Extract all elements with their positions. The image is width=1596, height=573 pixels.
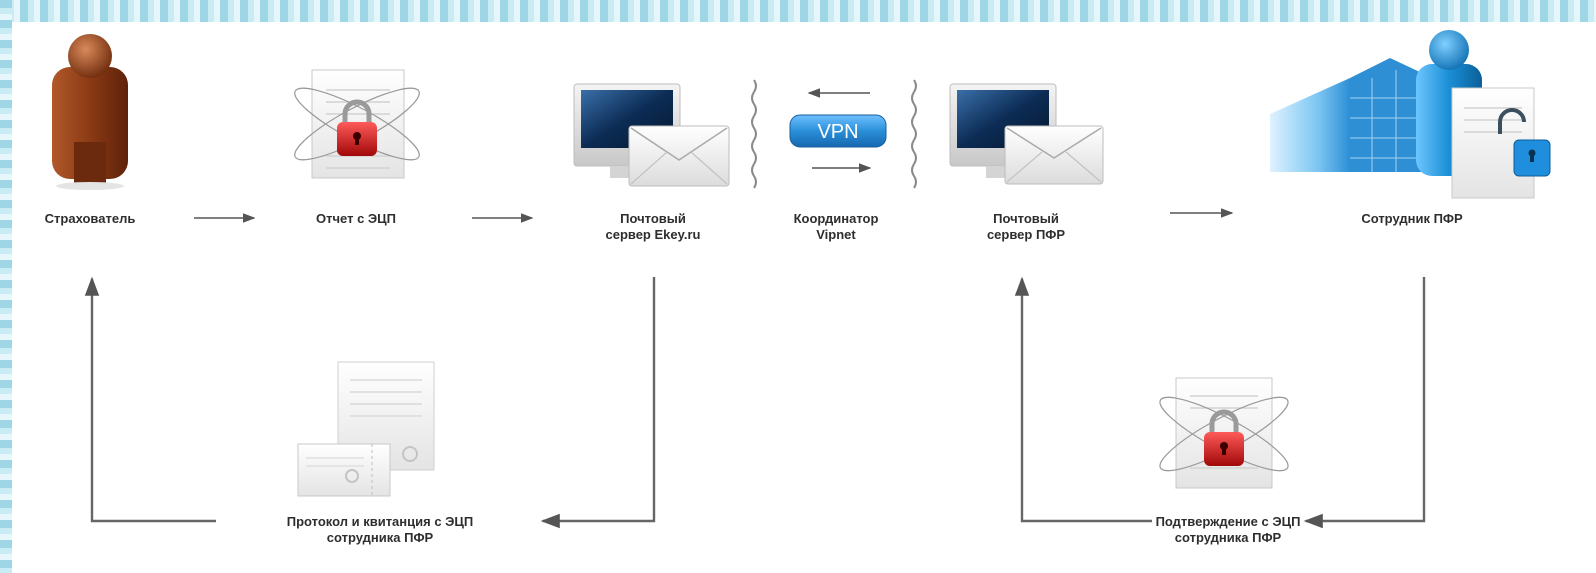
- signed-document-icon: [1159, 377, 1289, 489]
- mail-server-icon: [573, 83, 730, 187]
- unlocked-document-icon: [1451, 87, 1551, 199]
- vpn-badge-label: VPN: [817, 121, 858, 143]
- return-arrow-protocol: [540, 277, 656, 529]
- document-stack-icon: [297, 361, 435, 497]
- label-report: Отчет с ЭЦП: [316, 211, 396, 226]
- return-arrow-confirmation: [1303, 277, 1426, 529]
- label-pfr-employee: Сотрудник ПФР: [1361, 211, 1463, 226]
- person-icon: [52, 34, 128, 190]
- signed-document-icon: [294, 69, 420, 179]
- label-insurer: Страхователь: [44, 211, 136, 226]
- decorative-frame-top: [0, 0, 1596, 22]
- envelope-icon: [628, 125, 730, 187]
- vpn-tunnel-icon: [751, 79, 917, 189]
- label-coordinator: Координатор Vipnet: [793, 211, 879, 242]
- building-icon: [1270, 58, 1424, 172]
- label-mail-server-pfr: Почтовый сервер ПФР: [986, 211, 1066, 242]
- decorative-frame-left: [0, 0, 12, 573]
- diagram-art: VPN: [52, 30, 1551, 529]
- label-mail-server-ekey: Почтовый сервер Ekey.ru: [605, 211, 701, 242]
- envelope-icon: [1004, 125, 1104, 185]
- mail-server-icon: [949, 83, 1104, 185]
- diagram-canvas: VPN: [12, 22, 1596, 573]
- return-arrow-to-pfr-server: [1014, 276, 1152, 523]
- label-protocol: Протокол и квитанция с ЭЦП сотрудника ПФ…: [286, 514, 474, 545]
- label-confirmation: Подтверждение с ЭЦП сотрудника ПФР: [1155, 514, 1301, 545]
- return-arrow-to-insurer: [84, 276, 216, 523]
